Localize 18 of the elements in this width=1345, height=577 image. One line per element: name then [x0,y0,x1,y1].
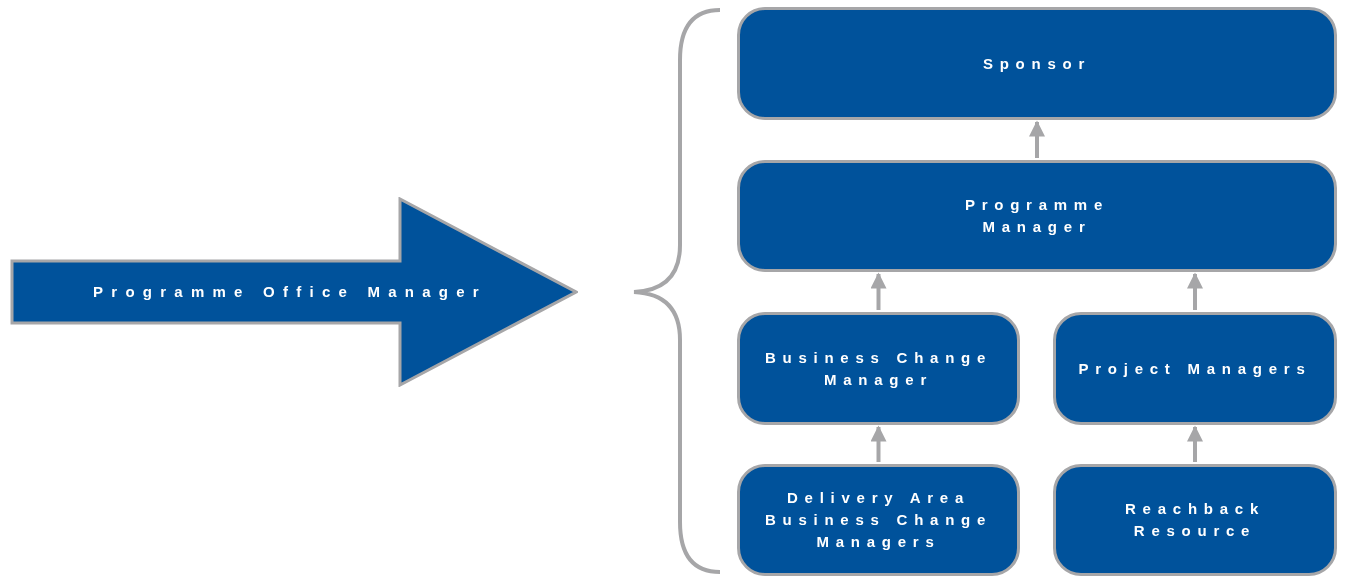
arrow [1187,272,1203,310]
node-label: Programme Manager [963,195,1111,237]
arrow [1029,120,1045,158]
role-box [737,464,1020,576]
node-label: Business Change Manager [763,347,994,390]
role-box [1053,464,1337,576]
node-label: Delivery Area Business Change Managers [763,488,994,552]
role-box [737,7,1337,120]
role-box [737,160,1337,272]
arrow [870,272,887,310]
node-label: Sponsor [982,53,1092,74]
role-box [737,312,1020,425]
node-label: Programme Office Manager [93,282,487,302]
node-label: Reachback Resource [1124,499,1266,541]
node-label: Project Managers [1078,358,1312,379]
role-box [1053,312,1337,425]
arrow [1187,425,1203,462]
arrow [870,425,887,462]
